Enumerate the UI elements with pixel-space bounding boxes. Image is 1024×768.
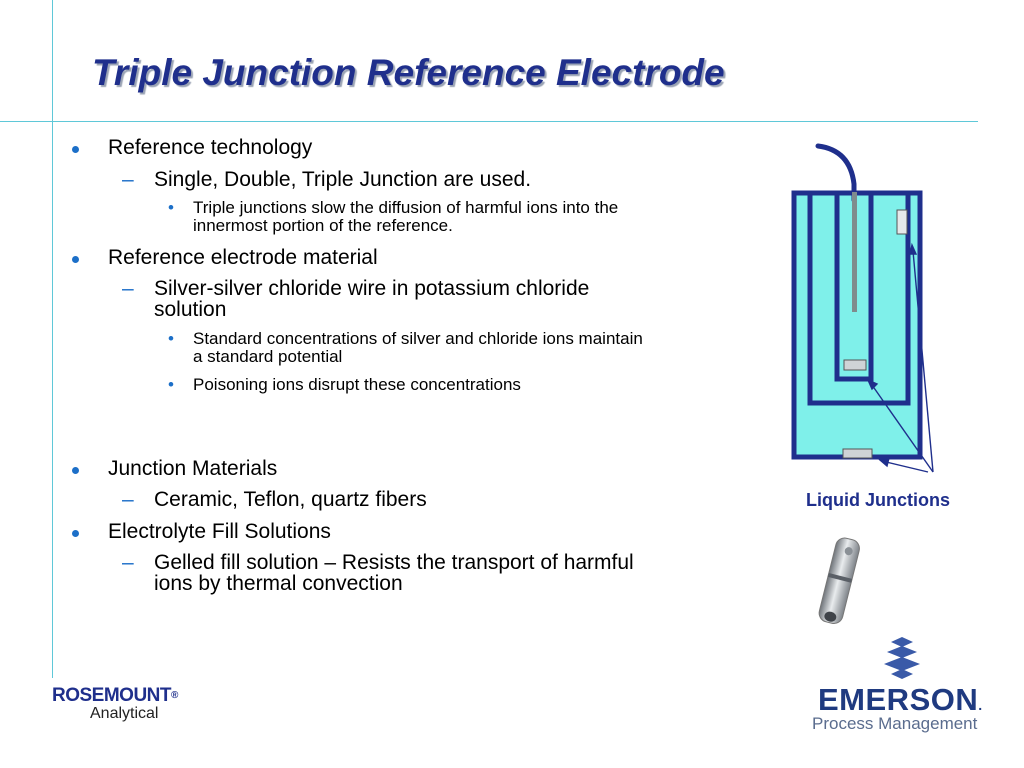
title-underline xyxy=(0,121,978,122)
reference-wire-cable xyxy=(815,143,857,203)
silver-chloride-wire xyxy=(852,192,857,312)
rosemount-wordmark: ROSEMOUNT® xyxy=(52,685,178,706)
slide-title: Triple Junction Reference Electrode xyxy=(92,52,725,93)
liquid-junctions-label: Liquid Junctions xyxy=(806,490,950,510)
process-management-subtitle: Process Management xyxy=(812,714,978,733)
junction-pointer-arrows xyxy=(866,242,934,473)
emerson-emblem-icon xyxy=(884,637,920,679)
middle-liquid-junction xyxy=(896,209,908,235)
bullet-reference-material: Reference electrode material xyxy=(70,246,670,270)
bullet-list: Reference technology Single, Double, Tri… xyxy=(70,136,670,594)
bullet-reference-technology: Reference technology xyxy=(70,136,670,160)
sub-bullet-gelled-fill: Gelled fill solution – Resists the trans… xyxy=(70,552,634,594)
triple-junction-diagram xyxy=(791,143,934,473)
junction-photo-image xyxy=(818,537,860,625)
rosemount-analytical-logo: ROSEMOUNT® Analytical xyxy=(52,686,178,723)
sub-bullet-ceramic-teflon: Ceramic, Teflon, quartz fibers xyxy=(70,489,634,510)
bullet-junction-materials: Junction Materials xyxy=(70,457,670,481)
sub-bullet-silver-chloride: Silver-silver chloride wire in potassium… xyxy=(70,278,634,320)
inner-liquid-junction xyxy=(843,359,867,371)
bullet-electrolyte-fill: Electrolyte Fill Solutions xyxy=(70,520,670,544)
detail-triple-junction: Triple junctions slow the diffusion of h… xyxy=(70,199,653,235)
sub-bullet-junction-types: Single, Double, Triple Junction are used… xyxy=(70,169,634,190)
vertical-divider-line xyxy=(52,0,53,678)
detail-standard-concentrations: Standard concentrations of silver and ch… xyxy=(70,330,653,366)
analytical-subtitle: Analytical xyxy=(90,705,159,722)
detail-poisoning-ions: Poisoning ions disrupt these concentrati… xyxy=(70,376,653,395)
emerson-wordmark: EMERSON. xyxy=(818,682,983,717)
outer-liquid-junction xyxy=(842,448,873,459)
